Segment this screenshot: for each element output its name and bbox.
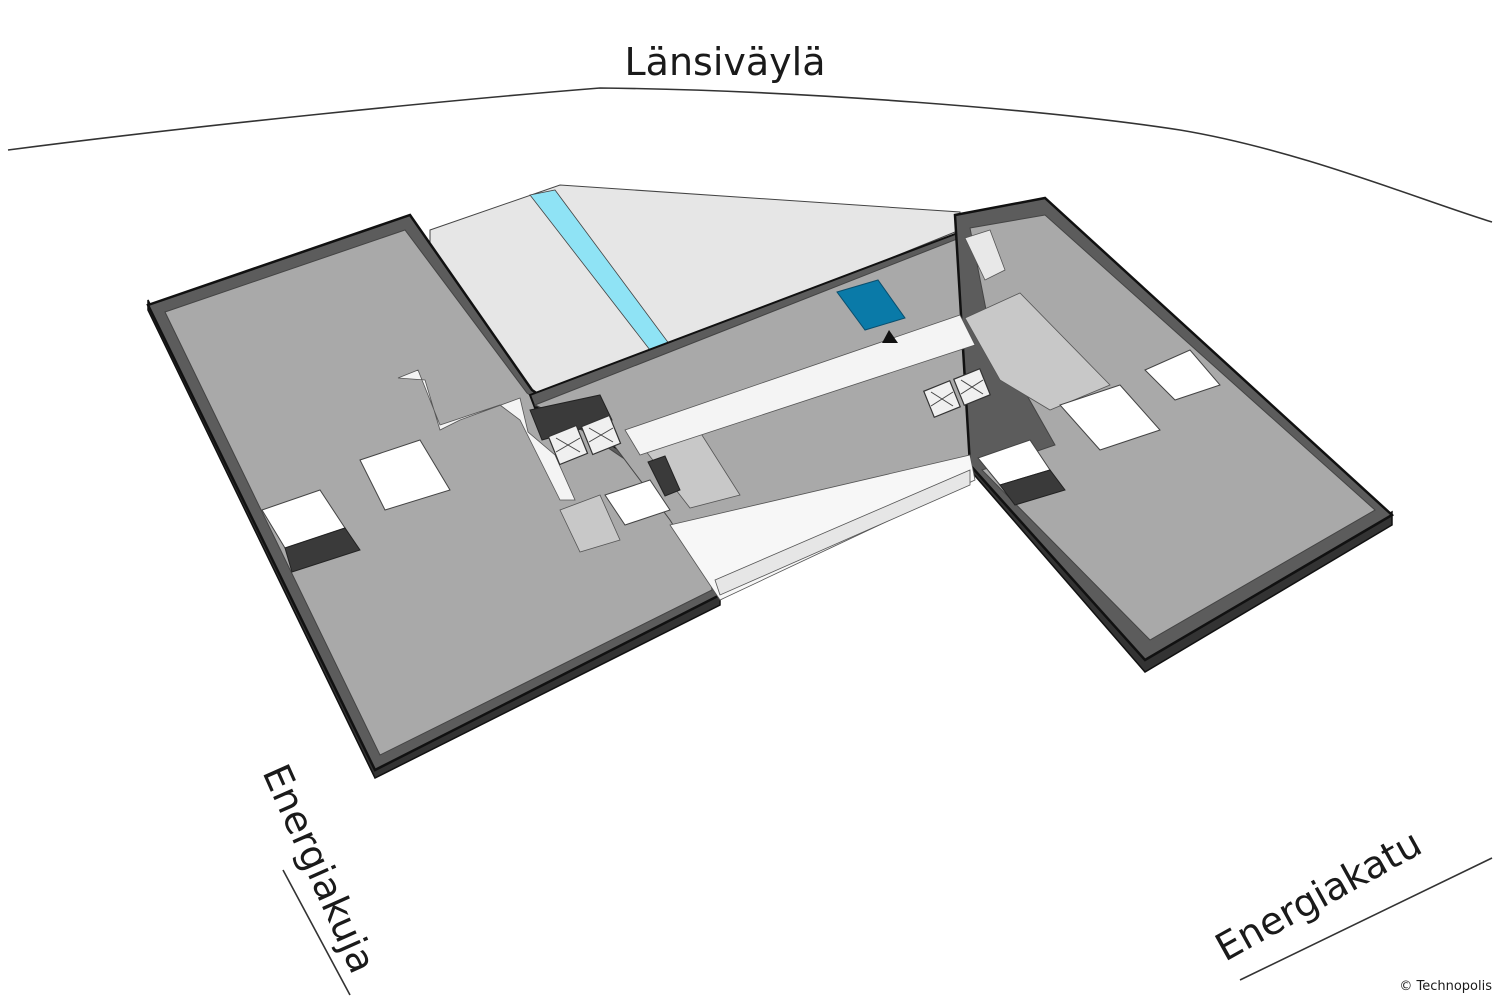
location-marker-icon — [882, 330, 898, 343]
road-energiakuja — [282, 869, 351, 996]
corridor-north-east — [964, 229, 1006, 281]
road-lansivayla — [7, 87, 1493, 223]
street-label-lansivayla: Länsiväylä — [624, 40, 825, 84]
zone-mid-west — [559, 494, 621, 553]
service-block-central — [647, 455, 681, 497]
corridor-west — [397, 369, 576, 501]
room-central-1 — [604, 479, 671, 526]
elevator-group-east — [922, 367, 992, 419]
room-west-2-service — [284, 527, 361, 573]
room-east-3 — [1144, 349, 1221, 401]
room-west-1 — [359, 439, 451, 511]
corridor-south-lobby-lower — [714, 469, 971, 596]
road-energiakatu — [1239, 857, 1493, 981]
room-east-1-service — [999, 469, 1066, 506]
zone-mid-east — [964, 292, 1111, 411]
copyright-credit: © Technopolis — [1399, 979, 1492, 994]
street-label-energiakatu: Energiakatu — [1208, 821, 1429, 970]
corridor-south-lobby — [669, 454, 976, 601]
street-label-energiakuja: Energiakuja — [254, 758, 385, 980]
room-east-2 — [1059, 384, 1161, 451]
elevator-group-west — [547, 414, 622, 466]
corridor-main — [624, 314, 976, 456]
service-block-west — [529, 394, 613, 441]
highlighted-room[interactable] — [836, 279, 906, 331]
